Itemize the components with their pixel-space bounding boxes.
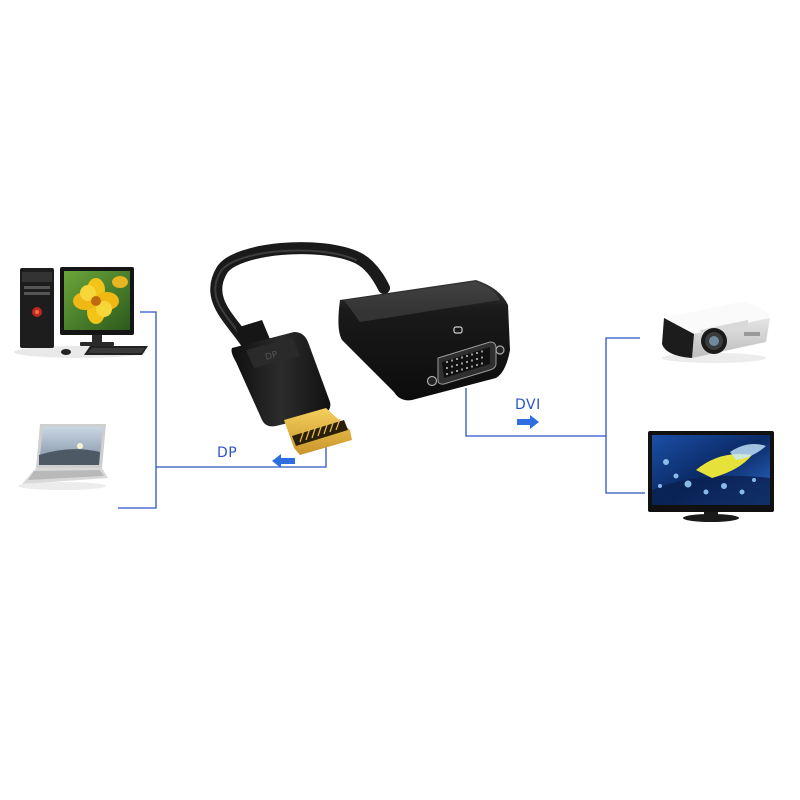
dvi-link-line: [465, 388, 606, 437]
dp-to-dvi-adapter: DP: [210, 242, 510, 455]
monitor-icon: [648, 431, 774, 522]
status-led-icon: [453, 326, 463, 334]
svg-text:DP: DP: [264, 350, 279, 363]
dp-label: DP: [217, 445, 238, 461]
flower-icon: [73, 276, 128, 324]
dvi-port-icon: [426, 341, 505, 387]
output-bracket-line: [605, 337, 645, 494]
dp-arrow-icon: [272, 454, 295, 468]
dvi-arrow-icon: [517, 415, 539, 429]
projector-icon: [662, 302, 770, 363]
source-bracket-line: [118, 311, 157, 509]
dvi-label: DVI: [515, 397, 541, 413]
displayport-plug-icon: DP: [231, 332, 352, 455]
desktop-computer-icon: [14, 267, 148, 358]
laptop-icon: [18, 424, 108, 490]
